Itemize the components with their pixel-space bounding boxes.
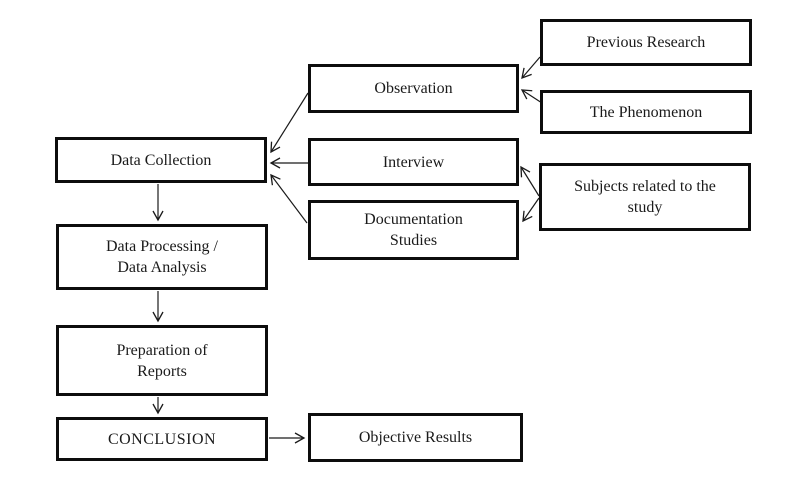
node-preparation-of-reports: Preparation of Reports — [56, 325, 268, 396]
node-label: Documentation Studies — [364, 211, 463, 249]
arrow-documentation-studies-to-data-collection — [270, 173, 308, 224]
node-label: Objective Results — [358, 429, 473, 446]
node-label: The Phenomenon — [589, 103, 703, 121]
node-label: Observation — [374, 80, 453, 97]
node-previous-research: Previous Research — [540, 19, 752, 66]
node-objective-results: Objective Results — [308, 413, 523, 462]
node-label: Preparation of Reports — [116, 341, 208, 380]
node-subjects-related: Subjects related to the study — [539, 163, 751, 231]
node-documentation-studies: Documentation Studies — [308, 200, 519, 260]
arrow-subjects-to-interview — [520, 165, 540, 197]
node-the-phenomenon: The Phenomenon — [540, 90, 752, 134]
node-label: Subjects related to the study — [574, 178, 716, 216]
node-interview: Interview — [308, 138, 519, 186]
node-data-processing: Data Processing / Data Analysis — [56, 224, 268, 290]
node-label: CONCLUSION — [107, 430, 217, 448]
node-observation: Observation — [308, 64, 519, 113]
node-label: Data Processing / Data Analysis — [106, 238, 218, 276]
arrow-observation-to-data-collection — [270, 92, 309, 154]
arrow-subjects-to-documentation-studies — [522, 197, 540, 223]
arrow-previous-research-to-observation — [521, 56, 541, 80]
node-conclusion: CONCLUSION — [56, 417, 268, 461]
node-label: Interview — [382, 153, 445, 171]
node-label: Data Collection — [110, 151, 212, 169]
node-data-collection: Data Collection — [55, 137, 267, 183]
arrow-the-phenomenon-to-observation — [520, 89, 543, 104]
node-label: Previous Research — [586, 34, 706, 51]
